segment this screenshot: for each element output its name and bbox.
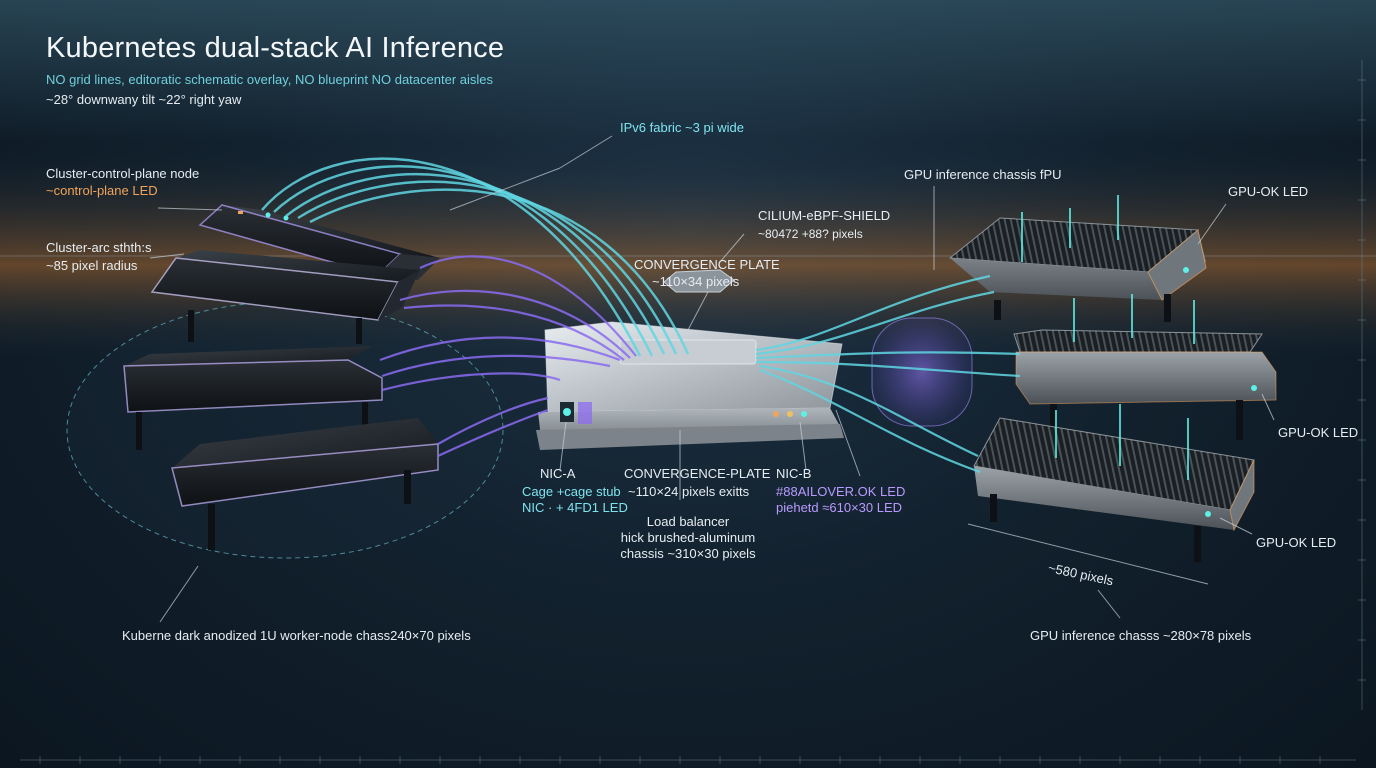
ipv6-fabric-cables bbox=[261, 157, 690, 357]
control-plane-led-label: ~control-plane LED bbox=[46, 183, 158, 198]
convergence-plate-bottom-label: CONVERGENCE-PLATE bbox=[624, 466, 771, 481]
load-balancer-label: Load balancer bbox=[646, 514, 730, 529]
gpu-ok-led-label-2: GPU-OK LED bbox=[1278, 425, 1359, 440]
cluster-arc-label: Cluster-arc sthth:s bbox=[46, 240, 152, 255]
edge-ruler bbox=[20, 60, 1366, 764]
nic-b-size-label: piehetd ≈610×30 LED bbox=[776, 500, 903, 515]
camera-caption: ~28° downwany tilt ~22° right yaw bbox=[46, 92, 242, 107]
nic-a-led-label: NIC · + 4FD1 LED bbox=[522, 500, 628, 515]
control-plane-node-label: Cluster-control-plane node bbox=[46, 166, 200, 181]
nic-b-ok-led bbox=[801, 411, 807, 417]
nic-a-stub-label: Cage +cage stub bbox=[522, 484, 621, 499]
nic-a-label: NIC-A bbox=[540, 466, 576, 481]
convergence-plate-bottom-size: ~110×24 pixels exitts bbox=[628, 484, 750, 499]
worker-node-2[interactable] bbox=[123, 346, 383, 450]
gpu-chassis-2[interactable] bbox=[1013, 294, 1277, 440]
gpu-fabric-cables bbox=[755, 274, 1021, 474]
gpu-chassis-caption: GPU inference chasss ~280×78 pixels bbox=[1030, 628, 1252, 643]
gpu-ok-led-label-1: GPU-OK LED bbox=[1228, 184, 1309, 199]
cluster-arc-radius-label: ~85 pixel radius bbox=[46, 258, 138, 273]
cluster-arc-boundary bbox=[66, 301, 504, 559]
convergence-plate-tag bbox=[663, 269, 735, 293]
nic-a-led bbox=[563, 408, 571, 416]
gpu-ok-led-2 bbox=[1251, 385, 1257, 391]
gpu-ok-led-3 bbox=[1205, 511, 1211, 517]
gpu-ok-led-1 bbox=[1183, 267, 1189, 273]
worker-node-3[interactable] bbox=[171, 418, 439, 550]
ipv4-worker-cables bbox=[379, 255, 637, 457]
convergence-plate-top-label: CONVERGENCE PLATE bbox=[634, 257, 780, 272]
leader-lines bbox=[149, 135, 1275, 623]
nic-a-violet-port bbox=[578, 402, 592, 424]
worker-node-1[interactable] bbox=[150, 250, 420, 344]
load-balancer-size: chassis ~310×30 pixels bbox=[620, 546, 756, 561]
ipv6-fabric-label: IPv6 fabric ~3 pi wide bbox=[620, 120, 744, 135]
gpu-chassis-1[interactable] bbox=[948, 195, 1207, 322]
nic-b-yellow-led bbox=[787, 411, 793, 417]
control-plane-led bbox=[238, 211, 243, 214]
nic-b-failover-label: #88AILOVER.OK LED bbox=[776, 484, 906, 499]
worker-node-caption: Kuberne dark anodized 1U worker-node cha… bbox=[122, 628, 471, 643]
nic-b-orange-led bbox=[773, 411, 779, 417]
cilium-shield-label: CILIUM-eBPF-SHIELD bbox=[758, 208, 891, 223]
nic-b-label: NIC-B bbox=[776, 466, 812, 481]
top-haze bbox=[0, 0, 1376, 140]
load-balancer-material: hick brushed-aluminum bbox=[620, 530, 756, 545]
gpu-ok-led-label-3: GPU-OK LED bbox=[1256, 535, 1337, 550]
convergence-plate-top-size: ~110×34 pixels bbox=[652, 274, 740, 289]
cilium-shield-size: ~80472 +88? pixels bbox=[758, 227, 863, 241]
gpu-chassis-3[interactable] bbox=[973, 404, 1255, 562]
page-title: Kubernetes dual-stack AI Inference bbox=[46, 32, 505, 64]
page-subtitle: NO grid lines, editoratic schematic over… bbox=[46, 72, 494, 87]
gpu-chassis-top-label: GPU inference chassis fPU bbox=[904, 167, 1062, 182]
